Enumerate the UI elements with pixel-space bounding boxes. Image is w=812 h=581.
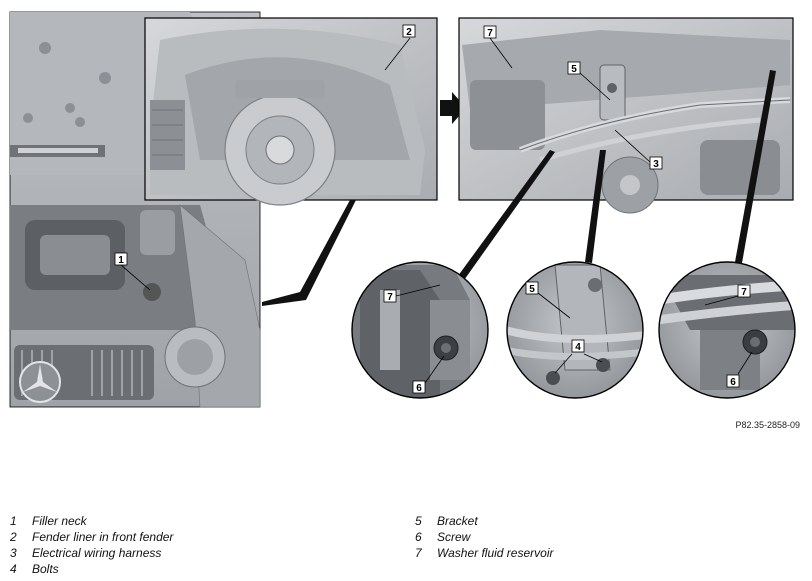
callout-6-circle-1: 6 [412,355,445,394]
legend-item: 4 Bolts [10,561,173,577]
legend-number: 6 [415,530,422,544]
legend-text: Fender liner in front fender [32,530,174,544]
callout-5-inset: 5 [567,61,611,101]
legend-number: 7 [415,546,422,560]
svg-text:6: 6 [730,377,736,388]
detail-circle-screw-right [658,261,796,399]
callout-7-inset: 7 [483,25,513,69]
legend-item: 3 Electrical wiring harness [10,545,173,561]
legend-number: 3 [10,546,17,560]
legend-text: Electrical wiring harness [32,546,162,560]
technical-illustration: 1 2 7 5 3 7 6 5 4 [9,11,796,408]
legend-number: 1 [10,514,17,528]
svg-text:7: 7 [741,287,747,298]
legend-item: 6 Screw [415,529,553,545]
legend-left: 1 Filler neck 2 Fender liner in front fend… [10,513,173,577]
leader-lines [262,70,776,306]
svg-text:6: 6 [416,383,422,394]
legend-text: Screw [437,530,471,544]
callout-7-circle-3: 7 [704,284,751,306]
svg-text:7: 7 [487,28,493,39]
svg-text:5: 5 [529,284,535,295]
legend-number: 4 [10,562,17,576]
legend-text: Washer fluid reservoir [437,546,554,560]
callout-4: 4 [554,339,603,374]
legend-text: Bracket [437,514,478,528]
detail-circle-screw-left [351,261,489,399]
legend-number: 2 [10,530,17,544]
legend-text: Filler neck [32,514,87,528]
callout-5-circle-2: 5 [525,281,571,319]
svg-text:4: 4 [575,342,581,353]
legend-item: 1 Filler neck [10,513,173,529]
figure-reference-code: P82.35-2858-09 [735,420,800,430]
inset-fender-liner [144,17,438,206]
legend-right: 5 Bracket 6 Screw 7 Washer fluid reservoir [415,513,553,561]
callout-1: 1 [114,252,151,291]
callout-6-circle-3: 6 [726,351,753,388]
svg-text:2: 2 [406,27,412,38]
legend-number: 5 [415,514,422,528]
callout-3: 3 [614,129,663,170]
legend-item: 7 Washer fluid reservoir [415,545,553,561]
detail-circle-bracket [506,261,644,399]
legend-item: 5 Bracket [415,513,553,529]
svg-text:1: 1 [118,255,124,266]
inset-reservoir [458,17,794,214]
callout-7-circle-1: 7 [383,284,441,303]
svg-text:3: 3 [653,159,659,170]
svg-text:5: 5 [571,64,577,75]
arrow-right-icon [440,92,466,124]
svg-text:7: 7 [387,292,393,303]
legend-item: 2 Fender liner in front fender [10,529,173,545]
callout-2: 2 [384,24,416,71]
legend-text: Bolts [32,562,59,576]
